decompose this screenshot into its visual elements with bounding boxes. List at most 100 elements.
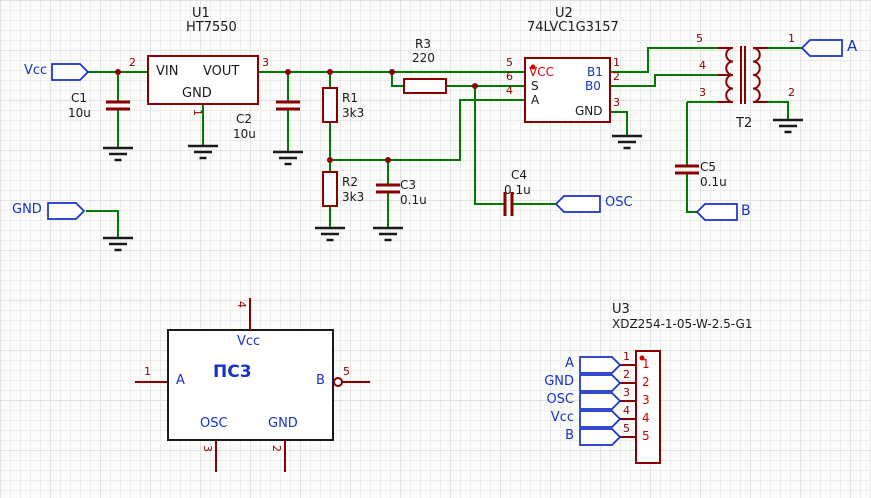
wires (86, 47, 802, 238)
c1-refdes: C1 (71, 91, 88, 105)
port-flag-gnd[interactable] (47, 202, 86, 220)
wire[interactable] (391, 72, 404, 87)
wire[interactable] (686, 173, 697, 213)
ground-symbol-r2[interactable] (315, 226, 345, 242)
pc3-pin-name-vcc: Vcc (237, 334, 261, 349)
winding-right (752, 47, 761, 103)
t2-pin-number: 5 (696, 32, 703, 45)
port-flag-u3-gnd[interactable] (579, 374, 622, 392)
r1-refdes: R1 (342, 91, 358, 105)
c3-refdes: C3 (400, 178, 417, 192)
inversion-bubble (333, 377, 343, 387)
r2-value: 3k3 (342, 190, 365, 204)
pc3-body (167, 329, 334, 441)
capacitor-c1[interactable] (106, 100, 130, 111)
t2-refdes: T2 (736, 116, 753, 131)
c2-value: 10u (233, 127, 256, 141)
t2-pin-number: 1 (788, 32, 795, 45)
u2-pin-name-a: A (531, 93, 540, 107)
u1-pin-name-vout: VOUT (203, 64, 240, 79)
capacitor-c3[interactable] (376, 183, 400, 194)
resistor-r1[interactable] (322, 87, 338, 123)
wire[interactable] (610, 47, 718, 73)
ground-symbol-c1[interactable] (103, 146, 133, 162)
capacitor-c4[interactable] (503, 192, 514, 216)
ground-symbol-c2[interactable] (273, 150, 303, 166)
a-port-label: A (847, 37, 858, 55)
wire[interactable] (330, 99, 525, 161)
junction-dot (389, 69, 395, 75)
pc3-pin-number: 1 (144, 365, 151, 378)
pc3-pin-name-b: B (316, 373, 325, 388)
u3-part-number: XDZ254-1-05-W-2.5-G1 (612, 317, 753, 331)
capacitor-c2[interactable] (276, 100, 300, 111)
resistor-r3[interactable] (403, 78, 447, 94)
c4-refdes: C4 (511, 168, 528, 182)
junction-dot (115, 69, 121, 75)
u3-refdes: U3 (612, 302, 630, 317)
r3-refdes: R3 (415, 37, 431, 51)
port-flag-u3-vcc[interactable] (579, 410, 622, 428)
r3-value: 220 (412, 51, 435, 65)
resistor-r2[interactable] (322, 171, 338, 207)
u2-pin-name-s: S (531, 79, 539, 93)
pc3-pin-number: 4 (235, 301, 248, 308)
wire[interactable] (86, 210, 119, 238)
component-u1-body[interactable] (147, 55, 259, 105)
junction-dot (472, 83, 478, 89)
pc3-pin-number: 2 (270, 445, 283, 452)
pc3-title: ПС3 (213, 362, 252, 382)
capacitor-c5[interactable] (675, 164, 699, 175)
wire[interactable] (610, 111, 628, 136)
u1-part-number: HT7550 (186, 20, 237, 35)
c5-value: 0.1u (700, 175, 727, 189)
u1-pin-name-vin: VIN (156, 64, 179, 79)
junctions (115, 69, 478, 163)
port-flag-u3-osc[interactable] (579, 392, 622, 410)
ground-symbol-gnd-port[interactable] (103, 236, 133, 252)
port-flag-osc[interactable] (554, 195, 601, 213)
symbol-pc3[interactable] (135, 298, 370, 472)
component-u2-body[interactable] (524, 57, 611, 123)
u3-pin-number: 3 (623, 386, 630, 399)
t2-pin-number: 4 (699, 59, 706, 72)
port-flag-u3-b[interactable] (579, 428, 622, 446)
junction-dot (385, 157, 391, 163)
port-flag-b[interactable] (695, 203, 738, 221)
port-flag-a[interactable] (800, 39, 843, 57)
u2-pin-number: 3 (613, 96, 620, 109)
u3-pin-name: 3 (642, 393, 650, 407)
ground-symbol-u2[interactable] (612, 134, 642, 150)
u3-pin-number: 2 (623, 368, 630, 381)
u2-refdes: U2 (555, 6, 573, 21)
t2-pin-number: 2 (788, 86, 795, 99)
port-flag-u3-a[interactable] (579, 356, 622, 374)
wire[interactable] (768, 101, 789, 120)
port-flag-vcc[interactable] (51, 63, 90, 81)
u1-refdes: U1 (192, 6, 210, 21)
ground-symbol-u1[interactable] (188, 144, 218, 160)
u2-pin-number: 1 (613, 56, 620, 69)
u1-pin-name-gnd: GND (182, 86, 212, 101)
u2-pin-number: 5 (506, 56, 513, 69)
r2-refdes: R2 (342, 175, 358, 189)
wire[interactable] (610, 74, 718, 87)
c2-refdes: C2 (236, 112, 253, 126)
transformer-t2[interactable] (718, 46, 768, 104)
u3-port-label: A (565, 356, 574, 371)
wire[interactable] (474, 86, 505, 205)
ground-symbol-t2[interactable] (773, 118, 803, 134)
ground-symbol-c3[interactable] (373, 226, 403, 242)
c3-value: 0.1u (400, 193, 427, 207)
b-port-label: B (741, 203, 751, 219)
pin1-marker-u3 (639, 355, 645, 361)
u3-pin-name: 2 (642, 375, 650, 389)
junction-dot (327, 157, 333, 163)
u1-pin-number: 2 (129, 56, 136, 69)
pc3-pin-number: 3 (201, 445, 214, 452)
connector-u3[interactable] (618, 350, 661, 464)
osc-port-label: OSC (605, 195, 633, 210)
gnd-port-label: GND (12, 202, 42, 217)
c5-refdes: C5 (700, 160, 717, 174)
